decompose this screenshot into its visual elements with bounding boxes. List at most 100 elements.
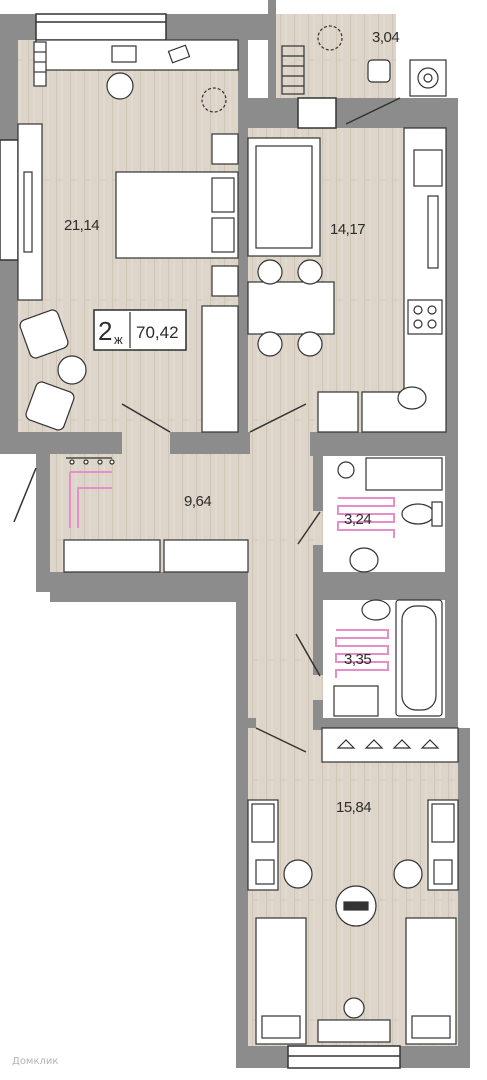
dining-chair-1 <box>257 259 283 285</box>
window-bedroom-left <box>0 139 19 261</box>
dining-chair-2 <box>297 259 323 285</box>
window-kitchen-balcony <box>297 97 337 129</box>
shoe-cabinet <box>63 539 161 573</box>
door-kids <box>255 727 307 753</box>
chair-left <box>283 859 313 889</box>
wall-bottom-right <box>400 1046 470 1068</box>
laptop-icon <box>111 45 137 63</box>
bath-sink <box>361 599 391 621</box>
wall-bedroom-bottom-right <box>170 432 250 454</box>
boiler-unit <box>409 59 447 97</box>
desk-chair <box>106 72 134 100</box>
wall-balcony-bottom <box>248 98 298 128</box>
balcony-stool <box>367 59 391 83</box>
wall-balcony-bottom-right <box>336 98 398 128</box>
radiator-stool <box>343 997 365 1019</box>
wc-sink <box>349 547 379 573</box>
floor-heating-wc <box>337 497 395 538</box>
door-balcony <box>345 97 401 125</box>
laptop-right-icon <box>433 859 453 885</box>
wall-wc-left <box>313 456 323 511</box>
total-area: 70,42 <box>136 323 179 342</box>
chair-right <box>393 859 423 889</box>
floor-heating-bath <box>335 629 389 678</box>
kitchen-plant-box <box>317 391 359 433</box>
wc-furniture <box>337 457 443 573</box>
washing-machine <box>333 685 379 717</box>
wall-wc-left2 <box>313 545 323 580</box>
pillow-top <box>211 177 235 213</box>
wall-balcony-left <box>268 0 276 100</box>
kitchen-sink <box>397 386 427 410</box>
wall-right-kids <box>458 728 470 1058</box>
books-icon <box>167 44 191 64</box>
wc-shelf <box>365 457 443 491</box>
piano-left-icon <box>251 803 275 843</box>
bedroom-furniture <box>17 39 239 433</box>
coffee-table <box>57 355 87 385</box>
windows <box>0 13 401 1069</box>
wardrobe-bedroom <box>201 305 239 433</box>
area-kitchen: 14,17 <box>330 221 365 238</box>
balcony-plant-icon <box>317 25 343 51</box>
tv-icon <box>23 171 33 253</box>
pillow-bottom <box>211 217 235 253</box>
laptop-left-icon <box>255 859 275 885</box>
kitchen-furniture <box>247 127 447 433</box>
area-wc: 3,24 <box>344 511 371 528</box>
wall-bedroom-kitchen <box>238 40 248 432</box>
wall-bedroom-bottom <box>0 432 122 454</box>
armchair-1 <box>19 309 69 359</box>
armchair-2 <box>25 381 75 431</box>
wall-top-mid <box>166 14 276 40</box>
stove-icon <box>407 299 443 335</box>
wc-bottles-icon <box>337 461 355 479</box>
nightstand-bottom <box>211 265 239 297</box>
room-count: 2 <box>98 316 112 346</box>
door-bath <box>295 633 321 677</box>
wall-right <box>446 98 458 450</box>
wall-kitchen-bottom <box>310 432 458 456</box>
doors <box>13 97 401 753</box>
area-bathroom: 3,35 <box>344 651 371 668</box>
area-kids-room: 15,84 <box>336 799 371 816</box>
apartment-badge: 2 ж 70,42 <box>93 309 187 351</box>
watermark-logo: Домклик <box>12 1056 58 1067</box>
kids-furniture <box>247 727 459 1045</box>
nightstand-top <box>211 133 239 165</box>
wall-bath-left <box>313 600 323 675</box>
wall-bath-bottom <box>313 718 458 730</box>
wall-hall-left <box>36 452 50 592</box>
door-wc <box>297 511 321 545</box>
balcony-furniture <box>281 25 447 97</box>
room-labels: 3,04 21,14 14,17 9,64 3,24 3,35 15,84 <box>64 29 400 816</box>
room-count-suffix: ж <box>114 332 123 347</box>
area-bedroom: 21,14 <box>64 217 99 234</box>
radiator <box>317 1019 391 1043</box>
door-entry <box>13 467 37 523</box>
piano-right-icon <box>431 803 455 843</box>
area-hallway: 9,64 <box>184 493 211 510</box>
dining-chair-3 <box>257 331 283 357</box>
door-kitchen <box>249 403 307 433</box>
toilet <box>401 503 435 525</box>
sink-counter-icon <box>427 195 439 269</box>
door-bedroom <box>121 403 171 433</box>
bedroom-plant-icon <box>201 87 227 113</box>
area-balcony: 3,04 <box>372 29 399 46</box>
window-kids-bottom <box>287 1045 401 1069</box>
floor-heating-hall <box>69 471 112 528</box>
wall-wc-bath <box>313 572 458 600</box>
window-bedroom-top <box>35 13 167 41</box>
wall-kids-left <box>236 592 248 1068</box>
fridge <box>413 149 443 187</box>
dumbbell-icon <box>343 901 369 911</box>
bathroom-furniture <box>333 599 443 717</box>
desk <box>35 39 239 71</box>
coat-rack <box>163 539 249 573</box>
hallway-furniture <box>63 457 249 573</box>
wall-kids-top-left <box>248 718 256 728</box>
kids-wardrobe <box>321 727 459 763</box>
laundry-rack <box>281 45 305 95</box>
